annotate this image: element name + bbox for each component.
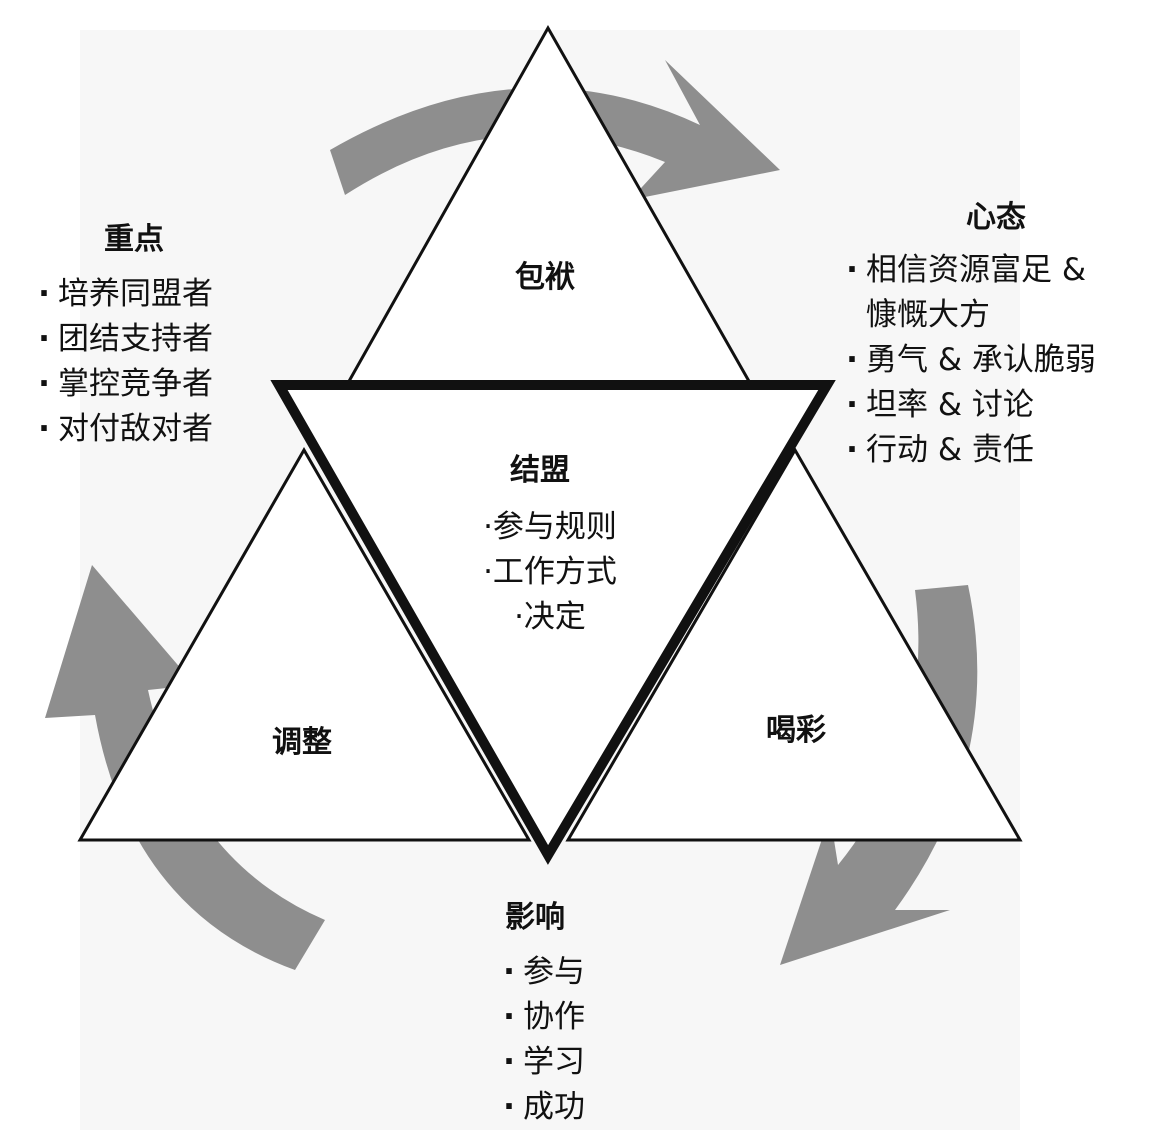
list-item: ·工作方式 [420,550,680,595]
list-item: ·对付敌对者 [30,407,290,452]
list-item: ·学习 [495,1040,695,1085]
list-item-text: 行动 & 责任 [866,432,1034,468]
list-item-text: 学习 [523,1044,585,1080]
center-item-list: ·参与规则·工作方式·决定 [420,505,680,640]
list-item-text: 协作 [523,999,585,1035]
list-item: ·协作 [495,995,695,1040]
triangle-center-label: 结盟 [510,453,570,488]
bullet-icon: · [38,276,50,312]
list-item: ·掌控竞争者 [30,362,290,407]
list-item: ·参与 [495,950,695,995]
mindset-list: ·相信资源富足 &慷慨大方·勇气 & 承认脆弱·坦率 & 讨论·行动 & 责任 [838,248,1158,473]
bullet-icon: · [38,411,50,447]
bullet-icon: · [846,342,858,378]
influence-block: 影响 ·参与·协作·学习·成功 [495,898,695,1130]
list-item: ·决定 [420,595,680,640]
list-item-text: 坦率 & 讨论 [866,387,1034,423]
bullet-icon: · [503,999,515,1035]
bullet-icon: · [503,1089,515,1125]
list-item-text: 团结支持者 [58,321,213,357]
list-item: ·参与规则 [420,505,680,550]
triangle-right [565,447,1023,842]
triangle-left-label: 调整 [272,725,332,760]
bullet-icon: · [846,432,858,468]
list-item: ·行动 & 责任 [838,428,1158,473]
bullet-icon: · [503,954,515,990]
bullet-icon: · [846,387,858,423]
triangle-center [270,380,836,865]
triangle-left [77,446,532,842]
influence-list: ·参与·协作·学习·成功 [495,950,695,1130]
list-item: ·勇气 & 承认脆弱 [838,338,1158,383]
list-item: ·成功 [495,1085,695,1130]
focus-block: 重点 ·培养同盟者·团结支持者·掌控竞争者·对付敌对者 [30,220,290,452]
bullet-icon: · [846,252,858,288]
influence-title: 影响 [505,900,565,935]
focus-list: ·培养同盟者·团结支持者·掌控竞争者·对付敌对者 [30,272,290,452]
list-item-text: 掌控竞争者 [58,366,213,402]
list-item-text: 决定 [523,599,586,635]
bullet-icon: · [38,366,50,402]
list-item: 慷慨大方 [838,293,1158,338]
list-item-text: 成功 [523,1089,585,1125]
list-item-text: 培养同盟者 [58,276,213,312]
mindset-block: 心态 ·相信资源富足 &慷慨大方·勇气 & 承认脆弱·坦率 & 讨论·行动 & … [838,198,1158,473]
list-item-text: 勇气 & 承认脆弱 [866,342,1096,378]
list-item-text: 相信资源富足 & [866,252,1087,288]
list-item-text: 参与规则 [492,509,617,545]
list-item: ·相信资源富足 & [838,248,1158,293]
list-item-text: 工作方式 [492,554,617,590]
bullet-icon: · [483,509,493,545]
list-item-text: 慷慨大方 [866,297,990,333]
focus-title: 重点 [104,222,164,257]
list-item: ·培养同盟者 [30,272,290,317]
list-item-text: 参与 [523,954,585,990]
list-item: ·坦率 & 讨论 [838,383,1158,428]
triangle-top-label: 包袱 [515,260,575,295]
list-item-text: 对付敌对者 [58,411,213,447]
bullet-icon: · [483,554,493,590]
triangle-right-label: 喝彩 [766,713,826,748]
curved-arrow-icon [45,565,325,970]
list-item: ·团结支持者 [30,317,290,362]
bullet-icon: · [38,321,50,357]
mindset-title: 心态 [966,200,1026,235]
bullet-icon: · [514,599,524,635]
bullet-icon: · [503,1044,515,1080]
